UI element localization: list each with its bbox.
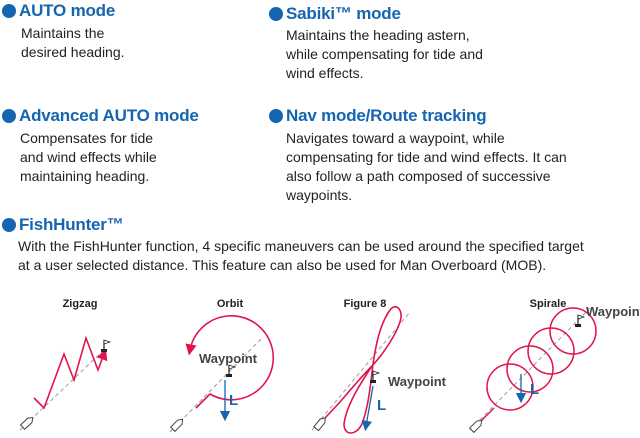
- spirale-diagram: L Waypoint: [468, 304, 640, 434]
- advanced-auto-title: Advanced AUTO mode: [19, 106, 199, 125]
- orbit-diagram: Waypoint L: [169, 314, 275, 433]
- boat-icon: [468, 419, 483, 434]
- advanced-auto-heading: Advanced AUTO mode: [2, 106, 199, 126]
- bullet-dot-icon: [2, 109, 16, 123]
- spirale-loop: [506, 345, 554, 393]
- boat-icon: [169, 418, 184, 433]
- bullet-dot-icon: [269, 109, 283, 123]
- spirale-waypoint-label: Waypoint: [586, 304, 640, 319]
- nav-mode-heading: Nav mode/Route tracking: [269, 106, 567, 126]
- orbit-title: Orbit: [216, 298, 244, 310]
- spirale-entry-path: [479, 407, 495, 423]
- waypoint-flag-icon: [101, 339, 112, 352]
- fishhunter-description: With the FishHunter function, 4 specific…: [18, 238, 584, 273]
- orbit-path: [185, 314, 275, 409]
- spirale-guide-line: [469, 307, 591, 431]
- figure8-diagram: Waypoint L: [311, 306, 447, 434]
- zigzag-diagram: [19, 335, 112, 431]
- figure8-waypoint-label: Waypoint: [388, 374, 447, 389]
- bullet-dot-icon: [2, 218, 16, 232]
- auto-mode-section: AUTO mode Maintains the desired heading.: [2, 1, 125, 62]
- figure8-distance-arrow: [361, 385, 374, 432]
- spirale-loop: [527, 327, 575, 375]
- fishhunter-heading: FishHunter™: [2, 215, 584, 235]
- boat-icon: [313, 417, 326, 432]
- waypoint-flag-icon: [226, 364, 237, 377]
- auto-mode-description: Maintains the desired heading.: [21, 25, 125, 60]
- spirale-loop: [549, 307, 597, 355]
- waypoint-flag-icon: [370, 370, 381, 383]
- zigzag-path: [33, 335, 108, 410]
- orbit-distance-label: L: [229, 392, 238, 409]
- fishhunter-diagrams: Waypoint L Waypoint L: [19, 304, 640, 434]
- sabiki-mode-section: Sabiki™ mode Maintains the heading aster…: [269, 4, 483, 83]
- auto-mode-heading: AUTO mode: [2, 1, 125, 21]
- bullet-dot-icon: [269, 7, 283, 21]
- figure8-path: [324, 306, 402, 434]
- figure8-guide-line: [311, 311, 411, 431]
- figure8-distance-label: L: [377, 397, 386, 414]
- orbit-guide-line: [169, 337, 263, 433]
- sabiki-mode-title: Sabiki™ mode: [286, 4, 401, 23]
- waypoint-flag-icon: [575, 314, 586, 327]
- fishhunter-section: FishHunter™ With the FishHunter function…: [2, 215, 584, 275]
- auto-mode-title: AUTO mode: [19, 1, 116, 20]
- orbit-waypoint-label: Waypoint: [199, 351, 258, 366]
- advanced-auto-description: Compensates for tide and wind effects wh…: [20, 130, 157, 184]
- zigzag-title: Zigzag: [62, 298, 98, 310]
- nav-mode-description: Navigates toward a waypoint, while compe…: [286, 130, 567, 203]
- advanced-auto-section: Advanced AUTO mode Compensates for tide …: [2, 106, 199, 186]
- fishhunter-title: FishHunter™: [19, 215, 124, 234]
- bullet-dot-icon: [2, 4, 16, 18]
- figure8-title: Figure 8: [343, 298, 387, 310]
- zigzag-guide-line: [19, 349, 105, 431]
- sabiki-mode-description: Maintains the heading astern, while comp…: [286, 27, 483, 81]
- spirale-distance-label: L: [530, 381, 539, 398]
- nav-mode-section: Nav mode/Route tracking Navigates toward…: [269, 106, 567, 205]
- sabiki-mode-heading: Sabiki™ mode: [269, 4, 483, 24]
- boat-icon: [19, 416, 34, 430]
- spirale-loop: [486, 363, 534, 411]
- nav-mode-title: Nav mode/Route tracking: [286, 106, 487, 125]
- spirale-title: Spirale: [529, 298, 567, 310]
